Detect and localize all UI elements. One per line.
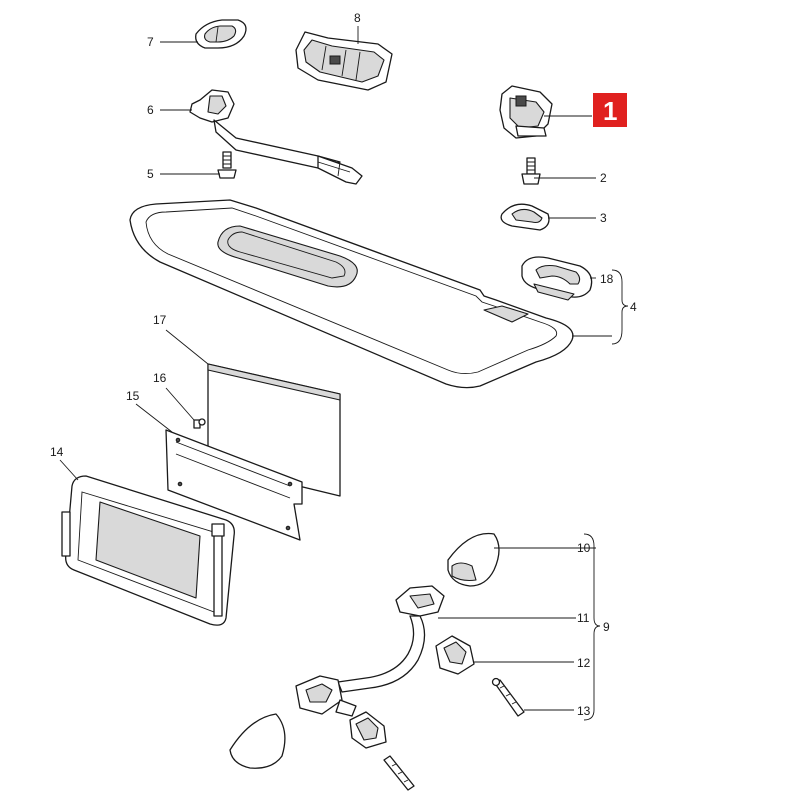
- callout-12: 12: [577, 656, 591, 670]
- callout-17: 17: [153, 313, 167, 327]
- callout-3: 3: [600, 211, 607, 225]
- lower-cap: [229, 711, 387, 769]
- callout-13: 13: [577, 704, 591, 718]
- callout-8: 8: [354, 11, 361, 25]
- part-4-visor-panel: [129, 199, 574, 389]
- callout-14: 14: [50, 445, 64, 459]
- callout-4: 4: [630, 300, 637, 314]
- part-6-hinge-rod: [189, 89, 363, 185]
- callout-5: 5: [147, 167, 154, 181]
- part-12-clip: [435, 635, 475, 675]
- part-2-screw: [521, 157, 541, 185]
- part-18-handle: [521, 256, 593, 301]
- callout-15: 15: [126, 389, 140, 403]
- highlight-badge-label: 1: [603, 96, 617, 126]
- leader-lines: [59, 26, 629, 721]
- part-15-board: [165, 429, 303, 541]
- part-14-mirror-frame: [61, 475, 235, 626]
- part-13-screw: [491, 677, 525, 717]
- highlight-badge-bg: [593, 93, 627, 127]
- callout-6: 6: [147, 103, 154, 117]
- callout-7: 7: [147, 35, 154, 49]
- part-3-clip: [500, 203, 550, 231]
- part-7-cover: [195, 19, 247, 49]
- part-5-screw: [217, 151, 237, 179]
- part-10-cap: [447, 532, 500, 587]
- callout-16: 16: [153, 371, 167, 385]
- callout-10: 10: [577, 541, 591, 555]
- part-8-housing: [295, 31, 393, 91]
- callout-2: 2: [600, 171, 607, 185]
- callout-11: 11: [577, 611, 590, 625]
- part-1-bracket: [499, 85, 553, 139]
- callout-18: 18: [600, 272, 614, 286]
- part-11-harness: [295, 585, 445, 717]
- lower-screw: [383, 755, 415, 791]
- highlight-badge-1: 1: [593, 93, 627, 127]
- callout-9: 9: [603, 620, 610, 634]
- part-16-screw: [193, 418, 206, 429]
